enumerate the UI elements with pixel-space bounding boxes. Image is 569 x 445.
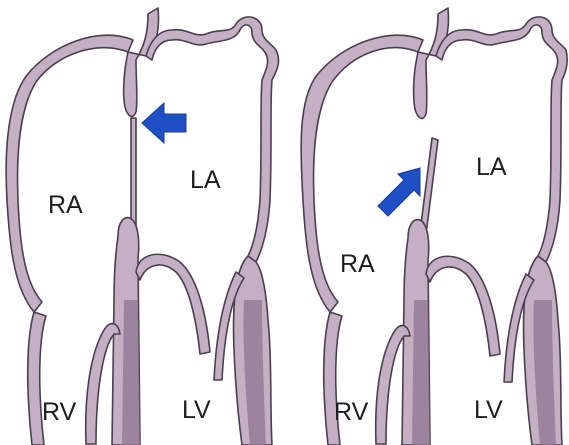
la-wall <box>146 17 279 262</box>
panel-right: RA LA RV LV <box>301 8 567 445</box>
label-lv: LV <box>182 396 211 424</box>
label-lv: LV <box>474 396 503 424</box>
mitral-arch <box>136 254 210 354</box>
la-wall <box>436 17 567 262</box>
label-rv: RV <box>334 398 369 426</box>
septum-upper <box>124 8 159 116</box>
label-la: LA <box>190 166 221 194</box>
panel-left: RA LA RV LV <box>6 8 278 445</box>
septum-shade <box>122 300 140 445</box>
label-rv: RV <box>42 398 77 426</box>
arrow-left-icon <box>142 103 186 143</box>
septum-upper <box>414 8 449 118</box>
septum-shade <box>412 300 430 445</box>
mitral-arch <box>426 256 500 356</box>
label-ra: RA <box>340 250 375 278</box>
label-la: LA <box>476 153 507 181</box>
arrow-up-right-icon <box>378 168 420 216</box>
label-ra: RA <box>48 191 83 219</box>
